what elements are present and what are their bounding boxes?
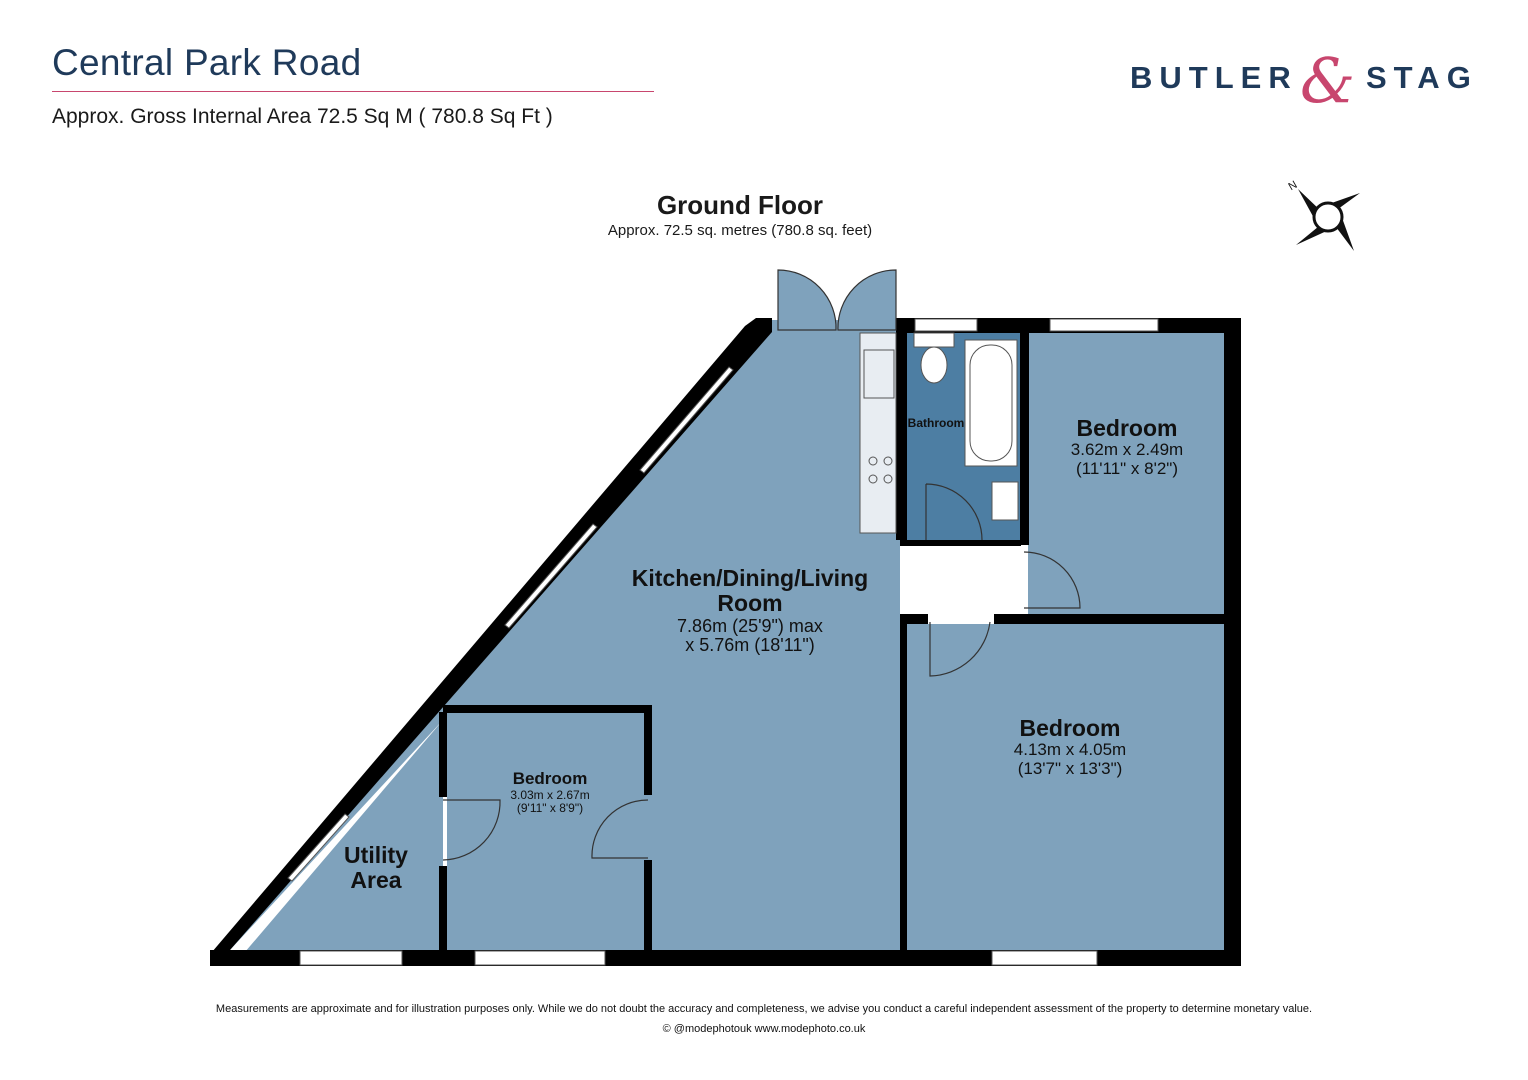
- room-kitchen-name-2: Room: [717, 590, 783, 617]
- brand-right-word: STAG: [1366, 60, 1478, 95]
- room-bedroom-small: Bedroom 3.03m x 2.67m (9'11" x 8'9"): [470, 769, 630, 815]
- hallway-fill: [900, 540, 1024, 618]
- footer-credit: © @modephotouk www.modephoto.co.uk: [662, 1023, 866, 1035]
- room-kitchen-dim-1: 7.86m (25'9") max: [677, 615, 823, 636]
- room-kitchen-dim-2: x 5.76m (18'11"): [685, 635, 815, 656]
- bedroom-small-fill: [447, 712, 648, 952]
- room-bedroom-large-metric: 4.13m x 4.05m: [1013, 740, 1127, 760]
- floor-area: Approx. 72.5 sq. metres (780.8 sq. feet): [607, 222, 873, 239]
- room-bedroom-large-name: Bedroom: [1019, 715, 1121, 741]
- room-bedroom-large-imperial: (13'7" x 13'3"): [1017, 758, 1123, 778]
- page-title: Central Park Road: [52, 42, 362, 83]
- bathroom-fixtures: [913, 332, 1019, 521]
- bedroom-top-fill: [1028, 333, 1224, 618]
- room-utility-name-1: Utility: [344, 842, 408, 868]
- footer-disclaimer: Measurements are approximate and for ill…: [215, 1003, 1313, 1015]
- room-bedroom-small-name: Bedroom: [512, 769, 588, 788]
- kitchen-living-fill: [222, 320, 900, 957]
- room-bathroom: Bathroom: [903, 416, 969, 430]
- windows: [287, 318, 1159, 966]
- compass-icon: [1296, 189, 1360, 251]
- title-divider: [52, 91, 654, 92]
- room-bedroom-large: Bedroom 4.13m x 4.05m (13'7" x 13'3"): [950, 715, 1190, 779]
- room-bedroom-top: Bedroom 3.62m x 2.49m (11'11" x 8'2"): [1030, 415, 1224, 479]
- kitchen-units: [859, 332, 897, 534]
- room-bedroom-top-imperial: (11'11" x 8'2"): [1075, 458, 1179, 478]
- room-bedroom-small-metric: 3.03m x 2.67m: [510, 787, 590, 802]
- gross-area-subtitle: Approx. Gross Internal Area 72.5 Sq M ( …: [52, 105, 553, 128]
- room-kitchen-name-1: Kitchen/Dining/Living: [631, 565, 869, 591]
- room-utility-name-2: Area: [350, 867, 402, 894]
- french-doors: [777, 269, 897, 331]
- room-bathroom-name: Bathroom: [907, 416, 965, 430]
- room-bedroom-small-imperial: (9'11" x 8'9"): [516, 800, 584, 815]
- floor-title: Ground Floor: [656, 190, 824, 220]
- room-bedroom-top-metric: 3.62m x 2.49m: [1070, 440, 1184, 460]
- brand-left-word: BUTLER: [1130, 60, 1298, 95]
- doors: [442, 483, 1081, 861]
- utility-fill: [245, 720, 443, 952]
- room-bedroom-top-name: Bedroom: [1076, 415, 1178, 441]
- bedroom-large-fill: [906, 624, 1224, 950]
- room-utility: Utility Area: [316, 842, 436, 894]
- room-kitchen: Kitchen/Dining/Living Room 7.86m (25'9")…: [560, 565, 940, 656]
- walls: [210, 318, 1241, 966]
- brand-ampersand: &: [1300, 44, 1356, 117]
- brand-logo: BUTLER & STAG: [1130, 44, 1480, 120]
